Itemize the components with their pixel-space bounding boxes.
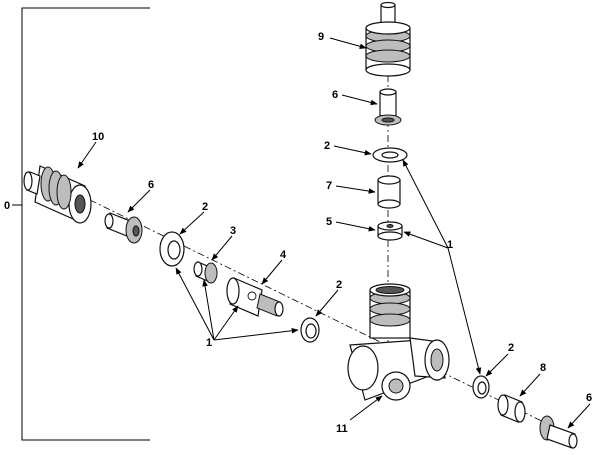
callout-6-right: 6 [586,392,592,404]
assembly-bracket [12,7,150,441]
callout-0: 0 [4,200,10,212]
callout-10: 10 [92,131,104,143]
callout-labels: 0 10 6 2 3 4 2 1 1 9 6 2 7 5 11 2 8 6 [4,31,592,435]
callout-2-left: 2 [202,201,208,213]
part-8-sleeve [497,394,526,423]
part-2-washer-left [159,231,185,267]
callout-8: 8 [540,362,546,374]
callout-5: 5 [326,216,332,228]
callout-6-top: 6 [332,89,338,101]
callout-2-lower: 2 [508,342,514,354]
callout-4: 4 [280,249,287,261]
leader-lines [77,37,591,429]
callout-7: 7 [326,180,332,192]
part-9-coupling-top [365,1,411,77]
callout-9: 9 [318,31,324,43]
callout-3: 3 [230,225,236,237]
callout-1-left: 1 [206,337,212,349]
part-2-oring-lower [472,375,490,399]
callout-2-middle: 2 [336,279,342,291]
callout-1-right: 1 [447,239,453,251]
part-2-oring-middle [300,317,320,343]
part-11-tee-body [347,283,450,401]
callout-6-left: 6 [148,179,154,191]
callout-2-upper: 2 [324,140,330,152]
centerlines [89,30,561,431]
part-6-nipple-right [539,415,578,449]
part-6-nipple-left [104,212,143,244]
part-5-seat [377,221,403,241]
callout-11: 11 [336,423,348,435]
part-6-nipple-top [374,88,402,126]
part-3-adapter [193,261,218,284]
part-7-sleeve [377,175,401,209]
part-2-washer-upper [372,147,408,163]
part-10-coupling [23,165,92,224]
